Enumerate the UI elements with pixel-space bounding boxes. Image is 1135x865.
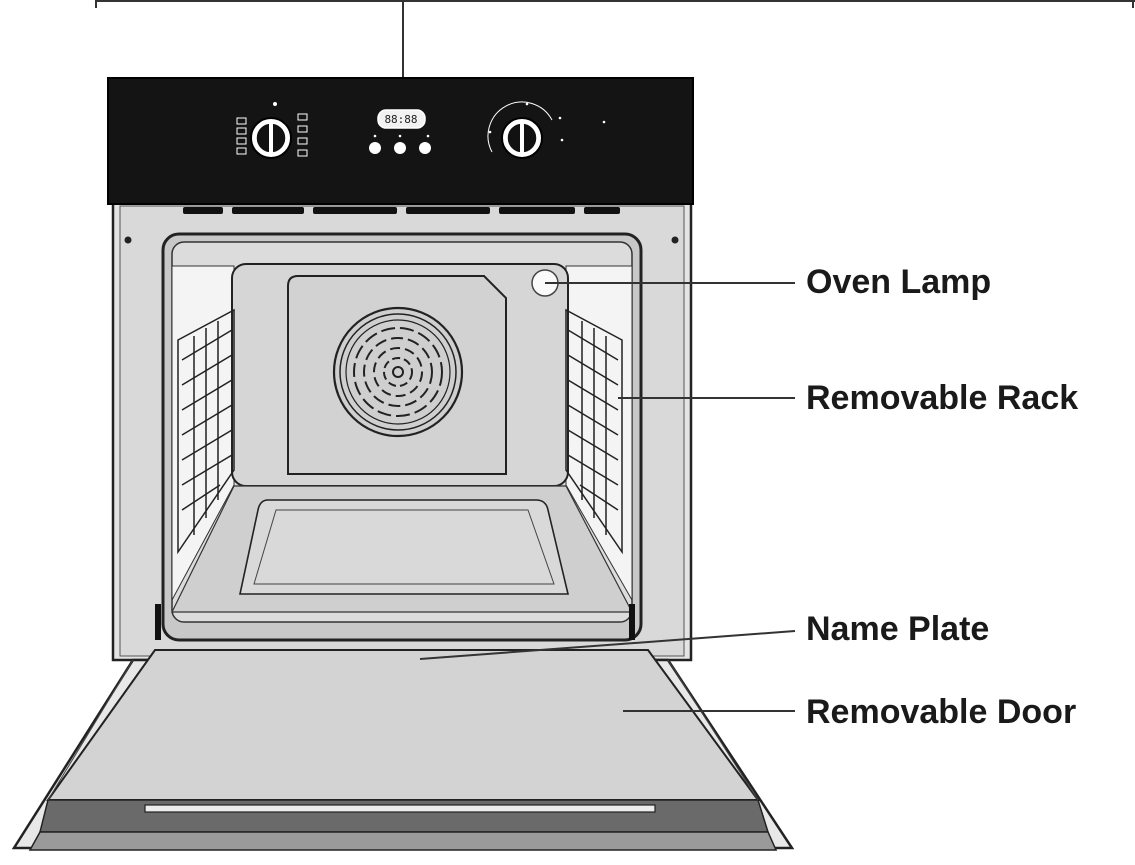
leader-name-plate (419, 630, 796, 660)
timer-buttons (369, 134, 431, 154)
callout-oven-lamp: Oven Lamp (806, 263, 992, 301)
callout-removable-door: Removable Door (806, 693, 1077, 731)
removable-rack-left (177, 308, 235, 555)
door-hinges (155, 604, 635, 640)
fan-grille (332, 306, 464, 438)
callout-name-plate: Name Plate (806, 610, 990, 648)
timer-display: 88:88 (377, 109, 426, 129)
function-knob (236, 102, 308, 159)
control-panel: 88:88 (107, 77, 694, 205)
temperature-knob (487, 101, 606, 159)
display-readout: 88:88 (384, 113, 417, 126)
fan-cover (287, 275, 507, 475)
removable-door (11, 649, 795, 851)
callout-removable-rack: Removable Rack (806, 379, 1079, 417)
vent-slots (183, 207, 620, 214)
leader-lines (419, 282, 796, 712)
removable-rack-right (565, 308, 623, 555)
